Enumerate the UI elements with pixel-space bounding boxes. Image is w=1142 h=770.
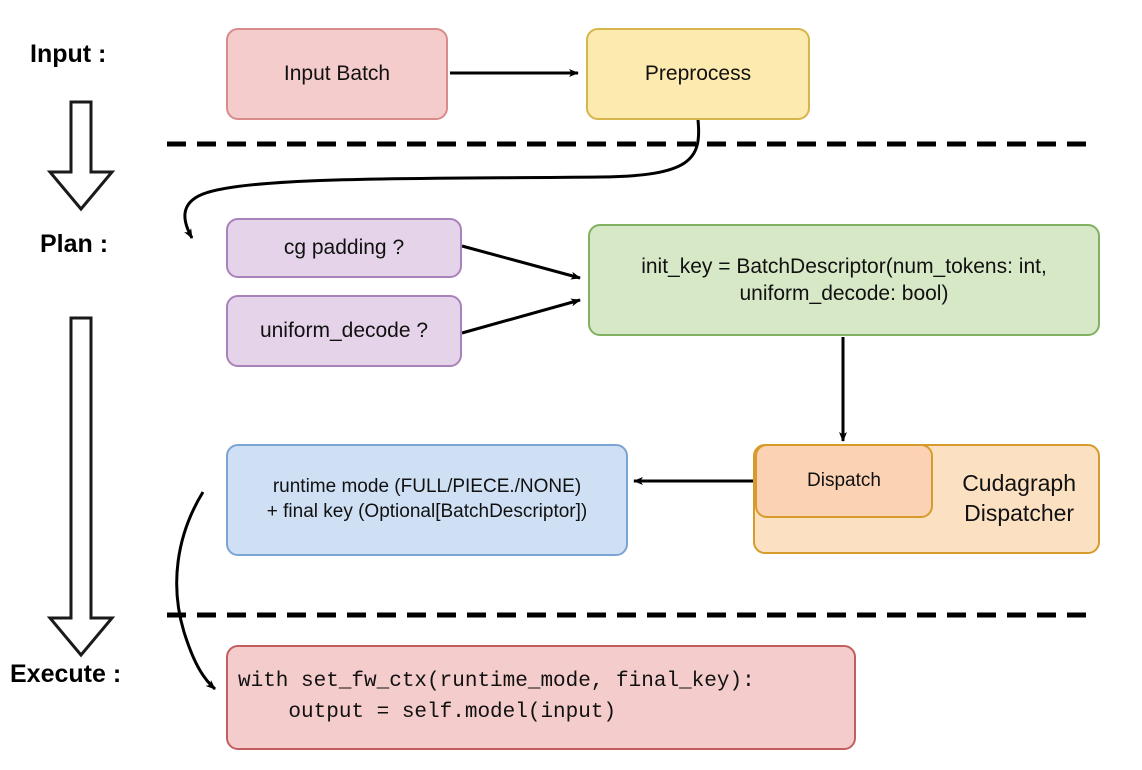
node-uniform-decode-label: uniform_decode ? [259, 319, 429, 343]
node-cudagraph-dispatcher-label: Cudagraph Dispatcher [962, 470, 1076, 526]
node-execute-code[interactable]: with set_fw_ctx(runtime_mode, final_key)… [226, 645, 856, 750]
node-init-key[interactable]: init_key = BatchDescriptor(num_tokens: i… [588, 224, 1100, 336]
node-dispatch[interactable]: Dispatch [755, 444, 933, 518]
node-runtime-mode[interactable]: runtime mode (FULL/PIECE./NONE) + final … [226, 444, 628, 556]
node-execute-code-label: with set_fw_ctx(runtime_mode, final_key)… [238, 670, 755, 724]
node-input-batch[interactable]: Input Batch [226, 28, 448, 120]
node-preprocess[interactable]: Preprocess [586, 28, 810, 120]
node-init-key-label: init_key = BatchDescriptor(num_tokens: i… [641, 254, 1047, 305]
block-arrow-input-to-plan [46, 100, 116, 212]
node-cg-padding-label: cg padding ? [283, 236, 405, 260]
block-arrow-plan-to-execute [46, 316, 116, 658]
node-runtime-mode-label: runtime mode (FULL/PIECE./NONE) + final … [266, 476, 588, 522]
stage-label-input: Input : [30, 40, 107, 68]
arrow-runtime-mode-to-execute-code [175, 491, 217, 691]
stage-label-plan: Plan : [40, 230, 109, 258]
node-input-batch-label: Input Batch [283, 62, 391, 86]
node-preprocess-label: Preprocess [644, 62, 752, 86]
node-cg-padding[interactable]: cg padding ? [226, 218, 462, 278]
stage-label-execute: Execute : [10, 660, 122, 688]
arrow-cg-padding-to-init-key [461, 244, 581, 280]
node-dispatch-label: Dispatch [807, 469, 881, 491]
node-uniform-decode[interactable]: uniform_decode ? [226, 295, 462, 367]
arrow-uniform-decode-to-init-key [461, 298, 581, 335]
